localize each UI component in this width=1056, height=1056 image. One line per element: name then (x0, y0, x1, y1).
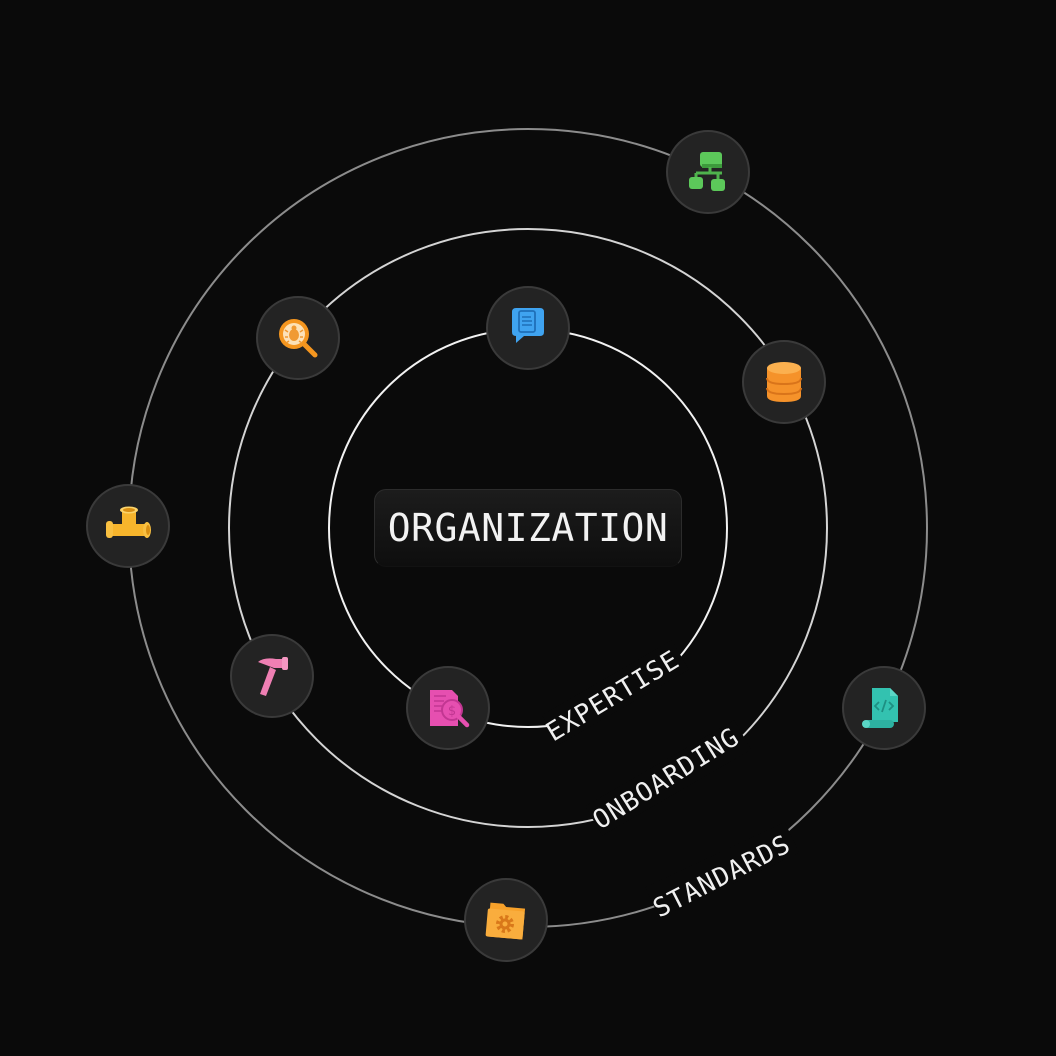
svg-text:$: $ (448, 704, 456, 719)
org-chart-icon (689, 152, 725, 191)
organization-card: ORGANIZATION (374, 489, 682, 567)
ring-middle (228, 228, 828, 828)
node-pipe-fitting[interactable] (86, 484, 170, 568)
cost-analysis-icon: $ (430, 690, 470, 728)
document-chat-icon (512, 308, 544, 343)
node-hammer[interactable] (230, 634, 314, 718)
ring-label-onboarding: ONBOARDING (588, 722, 745, 836)
node-cost-analysis[interactable]: $ (406, 666, 490, 750)
node-database[interactable] (742, 340, 826, 424)
code-scroll-icon (862, 688, 898, 728)
bug-search-icon (279, 319, 318, 358)
pipe-fitting-icon (106, 506, 151, 538)
settings-folder-icon (485, 902, 526, 940)
node-document-chat[interactable] (486, 286, 570, 370)
hammer-icon (258, 657, 288, 696)
node-code-scroll[interactable] (842, 666, 926, 750)
ring-label-expertise: EXPERTISE (541, 645, 685, 748)
node-org-chart[interactable] (666, 130, 750, 214)
node-settings-folder[interactable] (464, 878, 548, 962)
center-label: ORGANIZATION (387, 506, 669, 550)
database-icon (766, 362, 802, 402)
node-bug-search[interactable] (256, 296, 340, 380)
